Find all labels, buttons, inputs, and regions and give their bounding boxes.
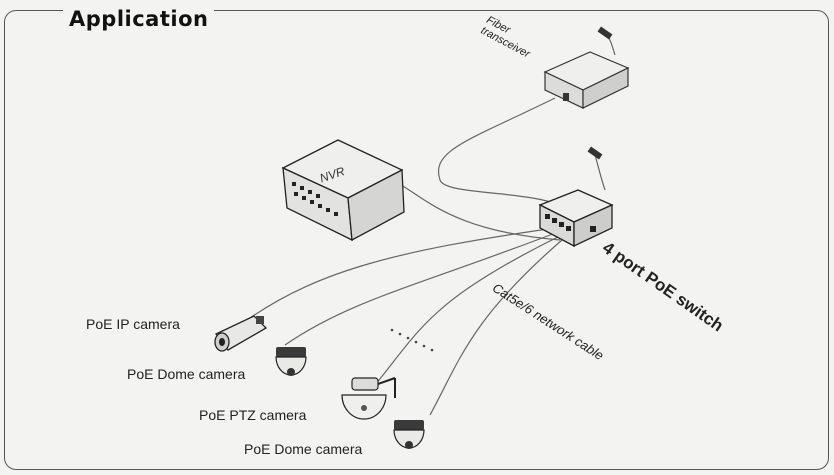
dome-camera-1-label: PoE Dome camera <box>127 366 246 382</box>
power-plug-icon-2 <box>587 146 603 160</box>
ip-camera-label: PoE IP camera <box>86 316 180 332</box>
ptz-camera-icon <box>341 377 396 420</box>
ptz-camera-cable <box>374 235 561 386</box>
diagram-title: Application <box>63 7 215 31</box>
ip-camera-icon <box>214 315 268 352</box>
more-cameras-dots <box>390 328 434 352</box>
dome-camera-icon-2 <box>393 420 425 449</box>
power-plug-icon-1 <box>597 26 613 40</box>
ptz-camera-label: PoE PTZ camera <box>199 407 307 423</box>
switch-power-cord <box>594 154 606 191</box>
fiber-cable <box>437 97 561 206</box>
fiber-transceiver-device <box>543 51 630 109</box>
diagram-frame: Application <box>4 7 829 470</box>
poe-switch-device <box>538 189 614 248</box>
dome-camera-icon-1 <box>275 347 307 376</box>
ip-camera-cable <box>249 227 556 319</box>
dome-camera-1-cable <box>284 231 559 346</box>
nvr-device <box>281 139 405 242</box>
dome-camera-2-cable <box>429 239 563 416</box>
dome-camera-2-label: PoE Dome camera <box>244 441 363 457</box>
